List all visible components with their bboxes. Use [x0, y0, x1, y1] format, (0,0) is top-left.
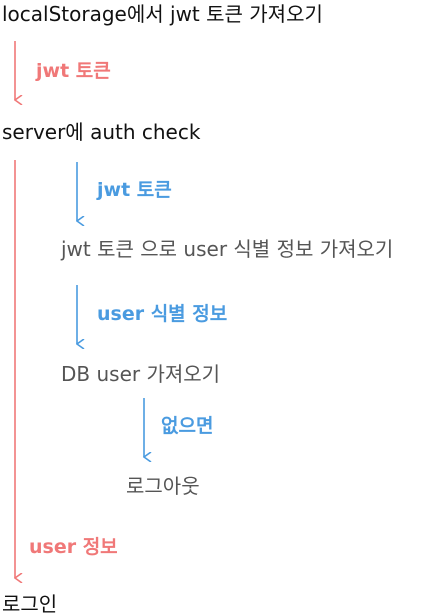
node-server-auth: server에 auth check: [2, 120, 201, 144]
edge-label-if-none: 없으면: [161, 415, 214, 437]
node-get-jwt: localStorage에서 jwt 토큰 가져오기: [2, 2, 323, 26]
edge-label-jwt-token-1: jwt 토큰: [36, 60, 111, 82]
edge-label-user-info: user 정보: [29, 536, 118, 558]
node-db-user: DB user 가져오기: [61, 362, 221, 386]
edge-label-jwt-token-2: jwt 토큰: [97, 179, 172, 201]
edge-label-user-id-info: user 식별 정보: [97, 303, 228, 325]
node-logout: 로그아웃: [126, 474, 200, 498]
node-login: 로그인: [2, 592, 58, 616]
node-get-user-id: jwt 토큰 으로 user 식별 정보 가져오기: [61, 237, 394, 261]
